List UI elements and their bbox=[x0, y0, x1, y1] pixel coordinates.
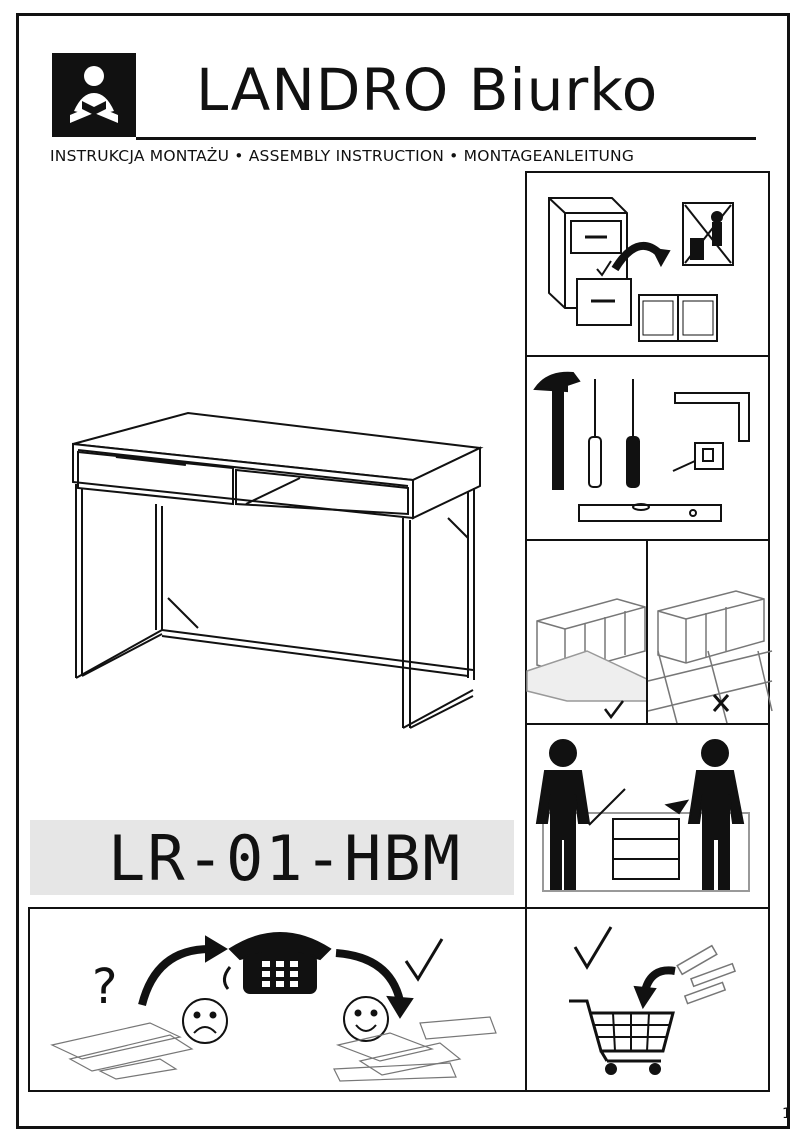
no-littering-icon bbox=[682, 202, 734, 266]
screwdriver-phillips-icon bbox=[626, 379, 640, 488]
panel-help-hotline: ? bbox=[28, 907, 528, 1092]
question-mark-icon: ? bbox=[92, 959, 117, 1015]
page-border bbox=[16, 13, 790, 1129]
two-person-assembly-icon bbox=[535, 739, 750, 892]
title-underline bbox=[136, 137, 756, 140]
screwdriver-flat-icon bbox=[588, 379, 602, 488]
panel-two-people bbox=[525, 723, 770, 909]
desk-illustration bbox=[72, 411, 484, 729]
page-number: 1 bbox=[782, 1106, 791, 1122]
panel-tools bbox=[525, 355, 770, 541]
shopping-cart-icon bbox=[569, 999, 675, 1075]
cross-icon bbox=[712, 694, 730, 712]
panel-shopping-cart bbox=[525, 907, 770, 1092]
panel-read-manual bbox=[525, 171, 770, 357]
page-subtitle: INSTRUKCJA MONTAŻU • ASSEMBLY INSTRUCTIO… bbox=[50, 147, 635, 165]
tape-measure-icon bbox=[672, 442, 724, 472]
panel-floor-left bbox=[525, 539, 652, 725]
drawer-to-manual-icon bbox=[548, 197, 718, 342]
checkmark-icon bbox=[404, 938, 444, 982]
square-ruler-icon bbox=[674, 392, 750, 442]
sad-face-icon bbox=[182, 998, 228, 1044]
spirit-level-icon bbox=[578, 503, 722, 522]
happy-face-icon bbox=[343, 996, 389, 1042]
telephone-icon bbox=[223, 932, 332, 994]
page-title: LANDRO Biurko bbox=[196, 56, 659, 124]
reading-person-icon bbox=[52, 53, 136, 137]
hammer-icon bbox=[533, 371, 581, 490]
model-code-bar bbox=[30, 820, 514, 895]
model-code: LR-01-HBM bbox=[108, 822, 462, 895]
no-hard-floor-icon bbox=[647, 590, 773, 728]
assemble-on-carpet-icon bbox=[526, 598, 652, 702]
panel-floor-right bbox=[646, 539, 773, 728]
